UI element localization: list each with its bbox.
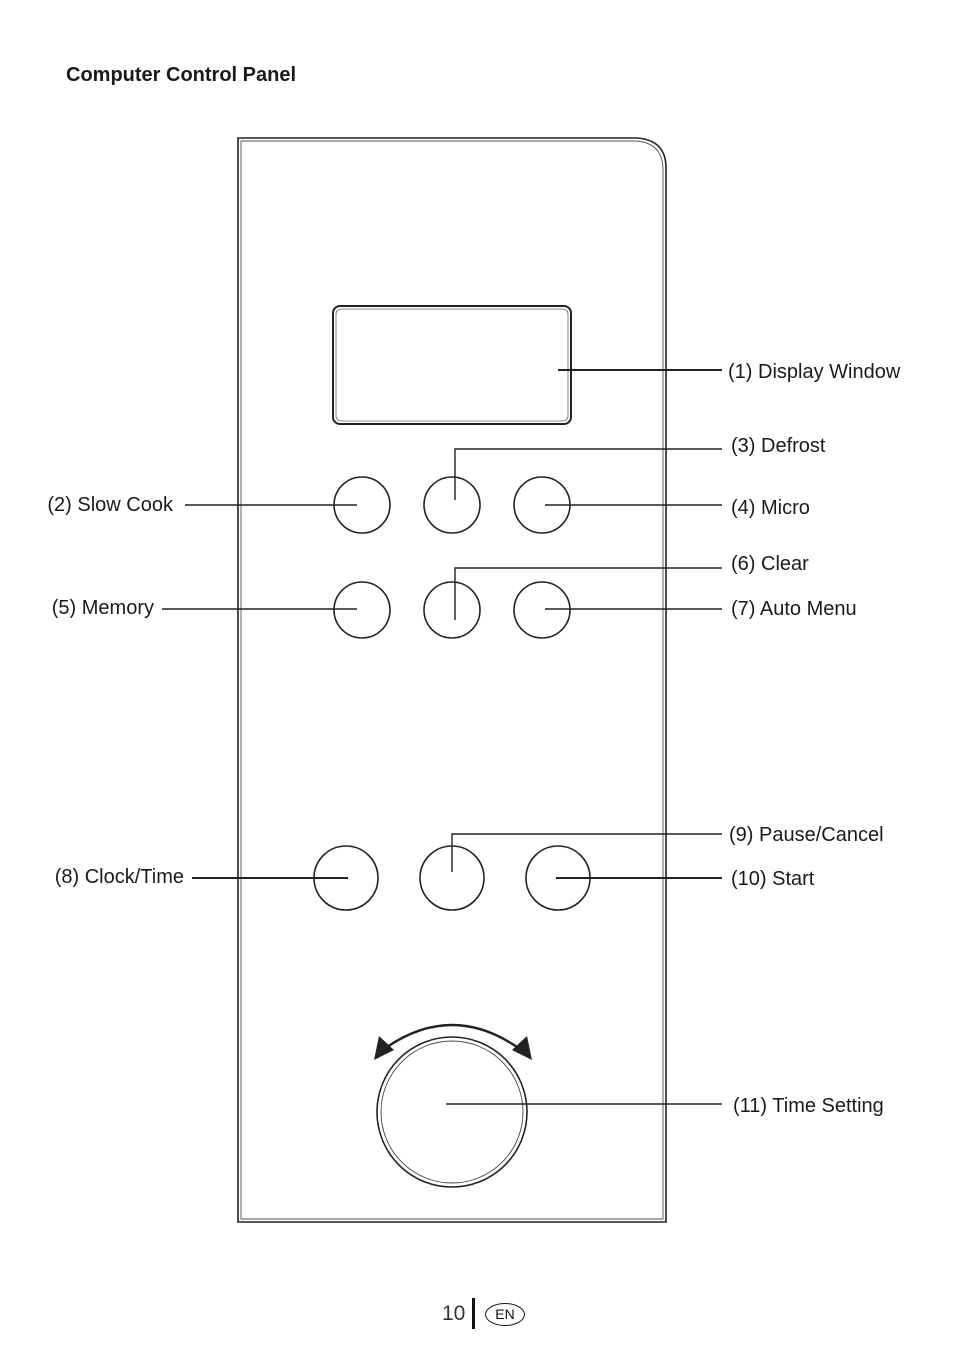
time-setting-knob[interactable] bbox=[376, 1036, 528, 1188]
footer-divider bbox=[472, 1298, 475, 1329]
panel-inner-outline bbox=[240, 140, 664, 1220]
time-setting-knob-inner bbox=[380, 1040, 524, 1184]
label-defrost: (3) Defrost bbox=[731, 435, 826, 457]
page-title: Computer Control Panel bbox=[66, 64, 297, 86]
leader-pause-cancel bbox=[451, 833, 722, 872]
display-window-inner bbox=[335, 308, 569, 422]
memory-button[interactable] bbox=[333, 581, 391, 639]
display-window bbox=[332, 305, 572, 425]
label-display-window: (1) Display Window bbox=[728, 361, 901, 383]
label-pause-cancel: (9) Pause/Cancel bbox=[729, 824, 884, 846]
page-number: 10 bbox=[442, 1302, 466, 1325]
label-memory: (5) Memory bbox=[52, 597, 154, 619]
label-micro: (4) Micro bbox=[731, 497, 810, 519]
label-start: (10) Start bbox=[731, 868, 815, 890]
language-badge: EN bbox=[485, 1303, 525, 1326]
label-clock-time: (8) Clock/Time bbox=[55, 866, 184, 888]
clear-button[interactable] bbox=[423, 581, 481, 639]
leader-clear bbox=[454, 567, 722, 620]
leader-lines bbox=[162, 369, 722, 1105]
rotate-left-arrow-icon bbox=[374, 1036, 394, 1060]
rotation-arc-icon bbox=[386, 1023, 518, 1048]
rotate-right-arrow-icon bbox=[512, 1036, 532, 1060]
label-slow-cook: (2) Slow Cook bbox=[47, 494, 174, 516]
leader-defrost bbox=[454, 448, 722, 500]
page-footer: 10 EN bbox=[0, 1298, 954, 1332]
label-clear: (6) Clear bbox=[731, 553, 809, 575]
panel-outline bbox=[237, 137, 667, 1223]
defrost-button[interactable] bbox=[423, 476, 481, 534]
label-time-setting: (11) Time Setting bbox=[733, 1095, 884, 1117]
label-auto-menu: (7) Auto Menu bbox=[731, 598, 857, 620]
auto-menu-button[interactable] bbox=[513, 581, 571, 639]
